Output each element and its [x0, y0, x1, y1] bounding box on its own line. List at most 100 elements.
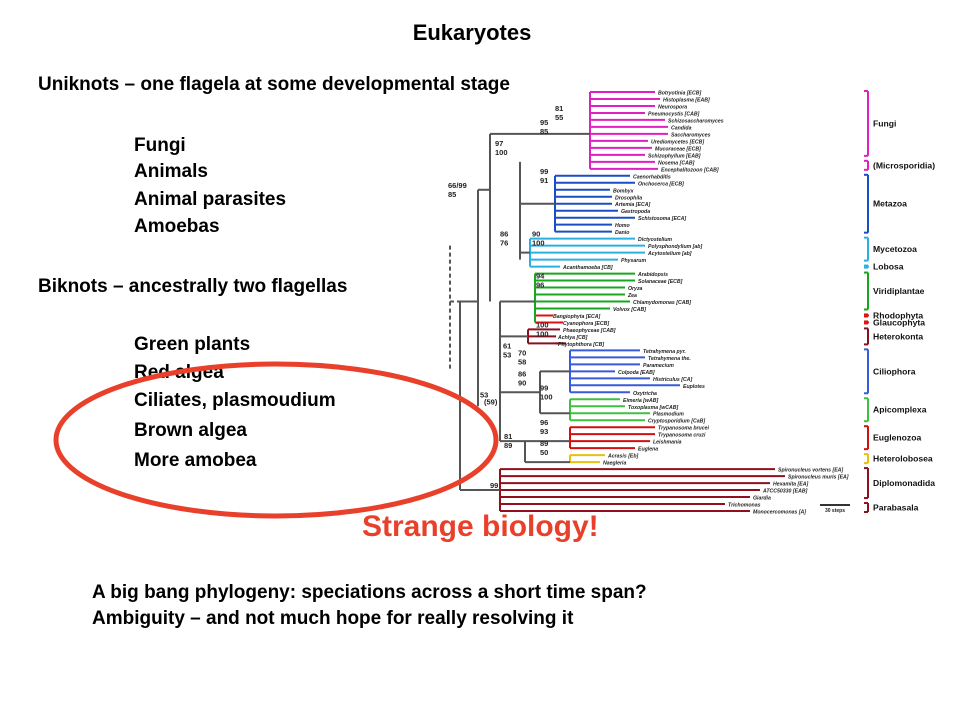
- taxon-label: Pneumocystis [CAB]: [648, 111, 700, 117]
- taxon-label: Chlamydomonas [CAB]: [633, 300, 691, 306]
- biknots-item-green-plants: Green plants: [134, 334, 251, 355]
- group-label: Mycetozoa: [873, 244, 917, 254]
- taxon-label: Schizophyllum [EAB]: [648, 153, 701, 159]
- taxon-label: Caenorhabditis: [633, 174, 671, 180]
- uniknots-heading: Uniknots – one flagela at some developme…: [38, 74, 510, 95]
- scale-label: 30 steps: [825, 508, 845, 514]
- taxon-label: Colpoda [EAB]: [618, 370, 655, 376]
- group-label: Heterokonta: [873, 331, 923, 341]
- taxon-label: Cyanophora [ECB]: [563, 321, 609, 327]
- taxon-label: Spironucleus muris [EA]: [788, 475, 849, 481]
- bootstrap-value: 89: [540, 439, 548, 448]
- group-label: Diplomonadida: [873, 478, 935, 488]
- bootstrap-value: 91: [540, 176, 548, 185]
- bootstrap-value: 90: [532, 230, 540, 239]
- red-ellipse: [53, 361, 499, 519]
- bootstrap-value: 66/99: [448, 181, 467, 190]
- bootstrap-value: 86: [518, 369, 526, 378]
- taxon-label: Acrasis [Eb]: [607, 454, 639, 460]
- bootstrap-value: (59): [484, 397, 498, 406]
- taxon-label: Histoplasma [EAB]: [663, 97, 710, 103]
- taxon-label: Phaeophyceae [CAB]: [563, 328, 616, 334]
- group-label: Metazoa: [873, 199, 907, 209]
- slide-title: Eukaryotes: [412, 20, 532, 45]
- taxon-label: Euplotes: [683, 384, 705, 390]
- taxon-label: Oryza: [628, 286, 643, 292]
- group-label: (Microsporidia): [873, 160, 935, 170]
- bootstrap-value: 99: [490, 481, 498, 490]
- taxon-label: Neurospora: [658, 104, 687, 110]
- group-label: Viridiplantae: [873, 286, 925, 296]
- biknots-heading: Biknots – ancestrally two flagellas: [38, 276, 348, 297]
- taxon-label: Cryptosporidium [CaB]: [648, 419, 705, 425]
- group-label: Euglenozoa: [873, 433, 921, 443]
- taxon-label: Trypanosoma brucei: [658, 426, 709, 432]
- taxon-label: Dictyostelium: [638, 237, 672, 243]
- taxon-label: Bangiophyta [ECA]: [553, 314, 601, 320]
- taxon-label: Gastropoda: [621, 209, 650, 215]
- biknots-item-more-amobea: More amobea: [134, 450, 257, 471]
- taxon-label: Danio: [615, 230, 629, 236]
- taxon-label: Schistosoma [ECA]: [638, 216, 686, 222]
- bootstrap-value: 94: [536, 272, 545, 281]
- taxon-label: Achlya [CB]: [557, 335, 588, 341]
- taxon-label: Spironucleus vortens [EA]: [778, 468, 843, 474]
- biknots-item-brown-algea: Brown algea: [134, 420, 247, 441]
- taxon-label: Tetrahymena the.: [648, 356, 691, 362]
- strange-biology-callout: Strange biology!: [362, 510, 599, 543]
- group-label: Glaucophyta: [873, 317, 925, 327]
- taxon-label: Tetrahymena pyr.: [643, 349, 686, 355]
- bootstrap-value: 86: [500, 230, 508, 239]
- group-label: Parabasala: [873, 503, 919, 513]
- taxon-label: Botryotinia [ECB]: [658, 91, 702, 97]
- bootstrap-value: 89: [504, 441, 512, 450]
- uniknots-item-fungi: Fungi: [134, 135, 186, 156]
- bootstrap-value: 100: [495, 148, 508, 157]
- taxon-label: Phytophthora [CB]: [558, 342, 604, 348]
- taxon-label: Candida: [671, 125, 692, 131]
- bootstrap-value: 61: [503, 341, 511, 350]
- bootstrap-value: 81: [555, 104, 563, 113]
- bootstrap-value: 96: [536, 281, 544, 290]
- taxon-label: Homo: [615, 223, 630, 229]
- group-label: Lobosa: [873, 262, 904, 272]
- uniknots-item-animals: Animals: [134, 161, 208, 182]
- group-label: Rhodophyta: [873, 310, 923, 320]
- taxon-label: Trypanosoma cruzi: [658, 433, 706, 439]
- taxon-label: Trichomonas: [728, 503, 761, 509]
- taxon-label: Arabidopsis: [637, 272, 668, 278]
- taxon-label: Zea: [627, 293, 637, 299]
- taxon-label: Drosophila: [615, 195, 642, 201]
- bootstrap-value: 58: [518, 357, 526, 366]
- taxon-label: Onchocerca [ECB]: [638, 181, 684, 187]
- bootstrap-value: 70: [518, 348, 526, 357]
- taxon-label: Naegleria: [603, 461, 626, 467]
- taxon-label: Urediomycetes [ECB]: [651, 139, 704, 145]
- bootstrap-value: 55: [555, 113, 563, 122]
- tree-labels: Botryotinia [ECB]Histoplasma [EAB]Neuros…: [448, 91, 935, 516]
- bootstrap-value: 99: [540, 383, 548, 392]
- bootstrap-value: 100: [536, 329, 549, 338]
- taxon-label: Acytostelium [ab]: [647, 251, 692, 257]
- group-label: Heterolobosea: [873, 454, 933, 464]
- taxon-label: Leishmania: [653, 440, 682, 446]
- taxon-label: Oxytricha: [633, 391, 657, 397]
- bootstrap-value: 50: [540, 448, 548, 457]
- bootstrap-value: 99: [540, 167, 548, 176]
- taxon-label: Solanaceae [ECB]: [638, 279, 683, 285]
- taxon-label: Eimeria [wAB]: [623, 398, 658, 404]
- taxon-label: Nosema [CAB]: [658, 160, 695, 166]
- taxon-label: Saccharomyces: [671, 132, 711, 138]
- taxon-label: Polysphondylium [ab]: [648, 244, 702, 250]
- taxon-label: Toxoplasma [wCAB]: [628, 405, 679, 411]
- taxon-label: Monocercomonas [A]: [753, 510, 806, 516]
- group-label: Ciliophora: [873, 366, 916, 376]
- bootstrap-value: 95: [540, 118, 548, 127]
- taxon-label: ATCC50330 [EAB]: [762, 489, 808, 495]
- bootstrap-value: 97: [495, 139, 503, 148]
- uniknots-item-amoebas: Amoebas: [134, 216, 220, 237]
- bootstrap-value: 76: [500, 239, 508, 248]
- taxon-label: Bombyx: [613, 188, 635, 194]
- bottom-line-1: A big bang phylogeny: speciations across…: [92, 582, 647, 603]
